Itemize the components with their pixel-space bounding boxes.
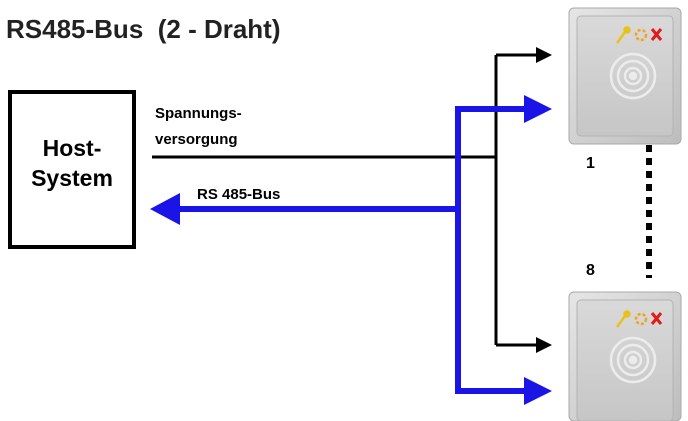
card-reader-8 (568, 291, 682, 421)
cross-icon (650, 28, 663, 41)
bus-arrowhead-reader-8 (524, 377, 552, 405)
host-label-line2: System (31, 165, 113, 191)
host-system-box (8, 90, 136, 249)
power-arrowhead-reader-1 (536, 47, 552, 63)
rs485-bus-line (174, 106, 530, 394)
card-reader-1 (568, 7, 682, 145)
diagram-title: RS485-Bus (2 - Draht) (6, 14, 281, 44)
bus-arrowhead-reader-1 (524, 95, 552, 123)
rfid-rings-icon (609, 336, 657, 384)
bus-arrowhead-host (150, 193, 180, 225)
power-label-line1: Spannungs- (155, 105, 242, 122)
rfid-rings-icon (609, 52, 657, 100)
sun-icon (634, 28, 648, 42)
power-arrowhead-reader-8 (536, 337, 552, 353)
power-supply-line (152, 53, 540, 347)
key-icon (615, 310, 631, 328)
power-label-line2: versorgung (155, 131, 238, 148)
reader-number-8: 8 (586, 262, 595, 279)
host-label-line1: Host- (43, 135, 102, 161)
reader-number-1: 1 (586, 155, 595, 172)
sun-icon (634, 312, 648, 326)
cross-icon (650, 312, 663, 325)
key-icon (615, 26, 631, 44)
bus-label: RS 485-Bus (197, 186, 280, 203)
